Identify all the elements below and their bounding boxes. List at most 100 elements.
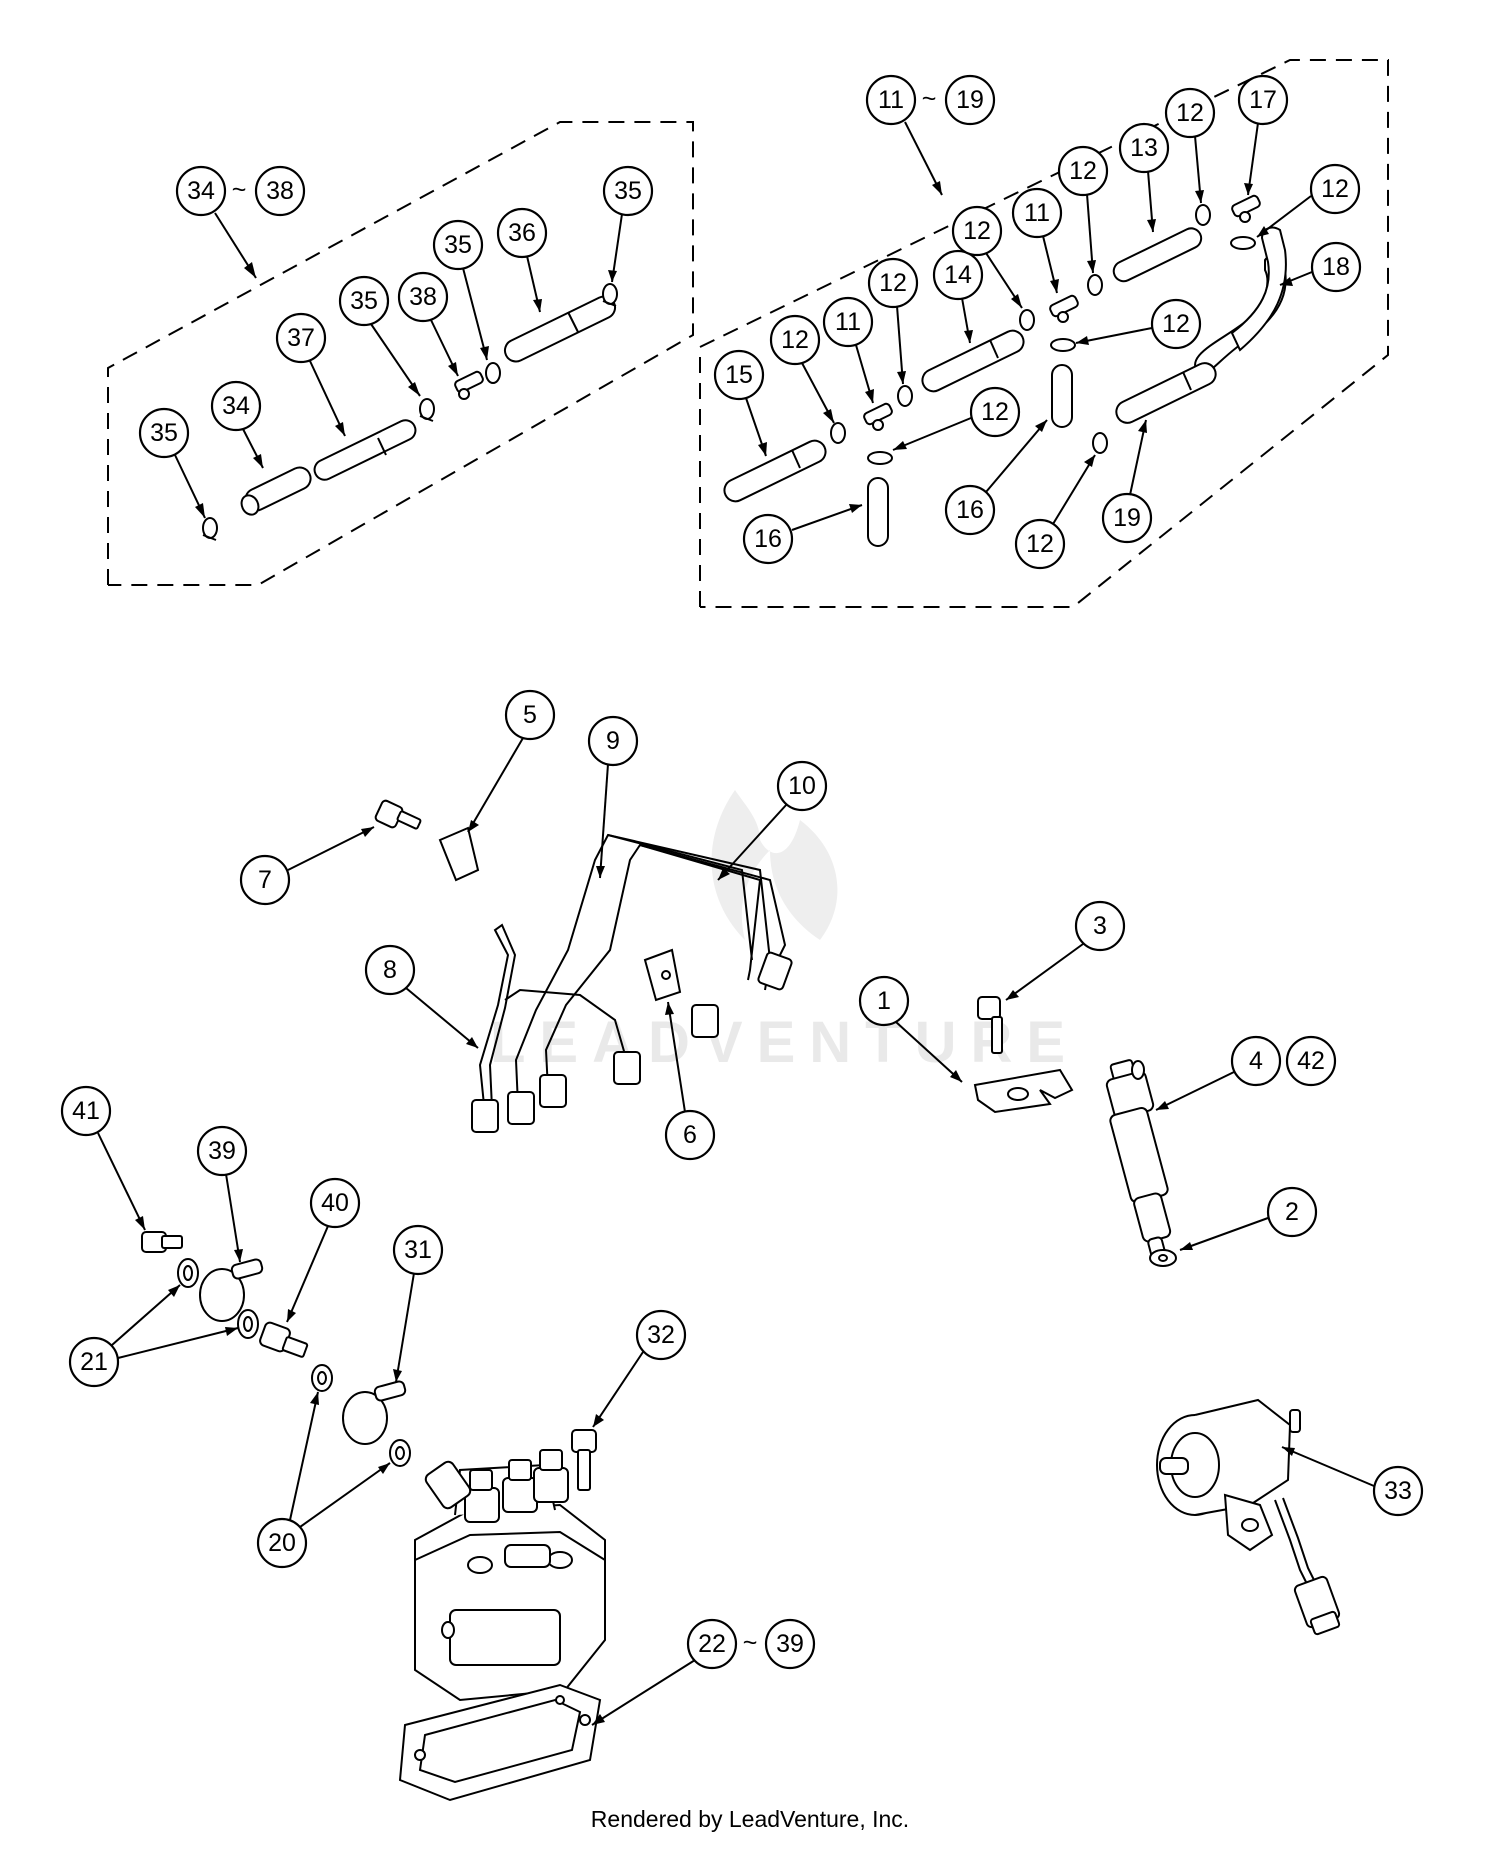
callout-16[interactable]: 16: [742, 513, 794, 565]
callout-text: 12: [1069, 157, 1097, 185]
callout-5[interactable]: 5: [504, 689, 556, 741]
pump-group: 41 39 40 31 21 32 20 22 ~ 39: [60, 1085, 816, 1802]
callout-37[interactable]: 37: [275, 312, 327, 364]
callout-1[interactable]: 1: [858, 975, 910, 1027]
group-label-to: 39: [776, 1630, 804, 1658]
group-label-34-38[interactable]: 34 ~ 38: [175, 165, 306, 217]
callout-31[interactable]: 31: [392, 1224, 444, 1276]
callout-39[interactable]: 39: [196, 1125, 248, 1177]
clamp-12: [1195, 204, 1211, 226]
callout-9[interactable]: 9: [587, 715, 639, 767]
fuel-hose-kit-dashed-box: [699, 59, 1389, 608]
group-label-22-39[interactable]: 22 ~ 39: [686, 1618, 816, 1670]
pipe-parts: [478, 833, 787, 1116]
clamp-12: [897, 385, 913, 407]
callout-16[interactable]: 16: [944, 484, 996, 536]
callout-11[interactable]: 11: [822, 296, 874, 348]
group-label-sep: ~: [232, 176, 247, 204]
callout-35[interactable]: 35: [338, 275, 390, 327]
pipe-nut: [507, 1091, 535, 1125]
callout-text: 16: [956, 496, 984, 524]
clamp-35-b: [419, 398, 435, 422]
hose-part-16a: [867, 477, 889, 547]
callout-text: 6: [683, 1121, 697, 1149]
callout-15[interactable]: 15: [713, 349, 765, 401]
callout-6[interactable]: 6: [664, 1109, 716, 1161]
callout-3[interactable]: 3: [1074, 900, 1126, 952]
callout-text: 35: [150, 419, 178, 447]
callout-text: 41: [72, 1097, 100, 1125]
callout-32[interactable]: 32: [635, 1309, 687, 1361]
callout-text: 12: [1162, 310, 1190, 338]
callout-12[interactable]: 12: [1150, 298, 1202, 350]
callout-12[interactable]: 12: [969, 386, 1021, 438]
hose-part-16b: [1051, 364, 1073, 428]
callout-2[interactable]: 2: [1266, 1186, 1318, 1238]
callout-35[interactable]: 35: [432, 219, 484, 271]
callout-text: 12: [879, 269, 907, 297]
callout-41[interactable]: 41: [60, 1085, 112, 1137]
bolt-part-7: [374, 799, 422, 830]
callout-text: 11: [835, 308, 861, 336]
hose-part-36: [503, 295, 617, 363]
pipe-nut: [539, 1074, 567, 1108]
callout-text: 11: [1024, 199, 1050, 227]
callout-text: 9: [606, 727, 620, 755]
callout-17[interactable]: 17: [1237, 74, 1289, 126]
callout-12[interactable]: 12: [951, 205, 1003, 257]
pipe-nut: [471, 1099, 499, 1133]
callout-text: 14: [944, 261, 972, 289]
clamp-35-c: [485, 362, 501, 384]
callout-35[interactable]: 35: [602, 165, 654, 217]
callout-12[interactable]: 12: [1014, 518, 1066, 570]
callout-13[interactable]: 13: [1118, 122, 1170, 174]
injection-pipes-group: 5 9 10 7 8 6: [239, 689, 828, 1161]
callout-11[interactable]: 11: [1011, 187, 1063, 239]
callout-19[interactable]: 19: [1101, 492, 1153, 544]
callout-36[interactable]: 36: [496, 207, 548, 259]
callout-12[interactable]: 12: [769, 314, 821, 366]
group-label-to: 19: [956, 86, 984, 114]
callout-text: 12: [1026, 530, 1054, 558]
callout-38[interactable]: 38: [397, 271, 449, 323]
callout-40[interactable]: 40: [309, 1177, 361, 1229]
hose-part-15: [723, 439, 827, 503]
group-label-from: 22: [698, 1630, 726, 1658]
callout-text: 34: [222, 392, 250, 420]
callout-10[interactable]: 10: [776, 760, 828, 812]
callout-7[interactable]: 7: [239, 854, 291, 906]
callout-text: 36: [508, 219, 536, 247]
callout-text: 7: [258, 866, 272, 894]
callout-21[interactable]: 21: [68, 1336, 120, 1388]
clamp-part-5: [438, 826, 480, 882]
callout-12[interactable]: 12: [1057, 145, 1109, 197]
clamp-12: [1019, 309, 1035, 331]
callout-12[interactable]: 12: [1309, 163, 1361, 215]
callout-20[interactable]: 20: [256, 1517, 308, 1569]
callout-14[interactable]: 14: [932, 249, 984, 301]
callout-text: 39: [208, 1137, 236, 1165]
group-label-a: 4: [1249, 1047, 1263, 1075]
return-kit-group: 34 ~ 38: [107, 121, 694, 586]
callout-12[interactable]: 12: [867, 257, 919, 309]
callout-8[interactable]: 8: [364, 944, 416, 996]
callout-34[interactable]: 34: [210, 380, 262, 432]
bolt-part-32: [571, 1429, 597, 1491]
callout-33[interactable]: 33: [1372, 1465, 1424, 1517]
callout-text: 35: [444, 231, 472, 259]
injection-pump-part: [414, 1449, 606, 1702]
group-label-4-42[interactable]: 4 42: [1230, 1035, 1337, 1087]
watermark-text: LEADVENTURE: [490, 1010, 1079, 1075]
callout-text: 12: [1176, 99, 1204, 127]
clamp-12: [1230, 236, 1256, 250]
callout-18[interactable]: 18: [1310, 241, 1362, 293]
callout-text: 31: [404, 1236, 432, 1264]
joint-part-11: [1049, 294, 1079, 323]
pipe-nut: [691, 1004, 719, 1038]
clamp-12: [1087, 274, 1103, 296]
group-label-11-19[interactable]: 11 ~ 19: [865, 74, 996, 126]
callout-12[interactable]: 12: [1164, 87, 1216, 139]
callout-text: 3: [1093, 912, 1107, 940]
fuel-hose-kit-group: 11 ~ 19: [699, 59, 1389, 608]
callout-35[interactable]: 35: [138, 407, 190, 459]
